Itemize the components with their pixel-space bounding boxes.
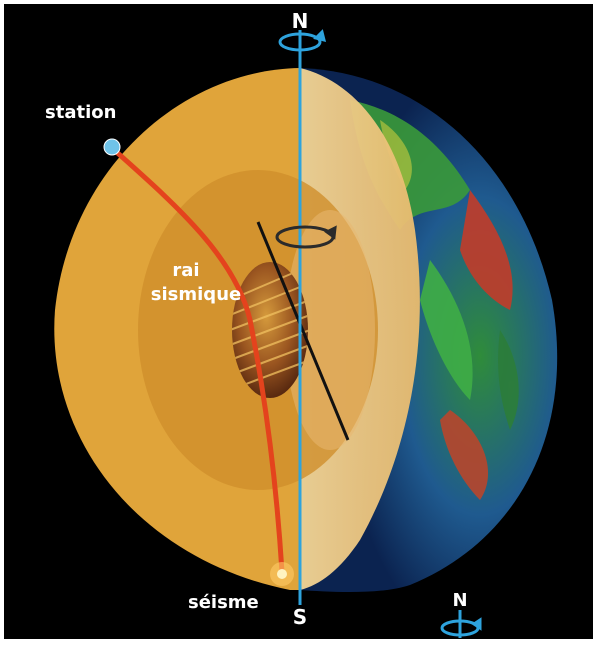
south-label: S xyxy=(293,605,307,629)
inner-core-axis xyxy=(256,221,350,441)
inner-core-streaks xyxy=(232,269,308,391)
rotation-arrow-icon xyxy=(278,29,327,52)
station-label: station xyxy=(45,102,116,123)
seismic-ray-label-line1: rai xyxy=(172,260,199,281)
station-marker xyxy=(103,138,121,156)
north-label: N xyxy=(292,9,309,33)
legend-rotation-arrow-icon xyxy=(440,610,482,638)
inner-rotation-arrow-icon xyxy=(275,225,337,249)
outer-core-face xyxy=(285,210,375,450)
legend-north-label: N xyxy=(452,590,467,611)
earthquake-label: séisme xyxy=(188,592,259,613)
earthquake-marker xyxy=(277,569,287,579)
seismic-ray-label-line2: sismique xyxy=(151,284,241,305)
seismic-ray xyxy=(109,145,285,575)
